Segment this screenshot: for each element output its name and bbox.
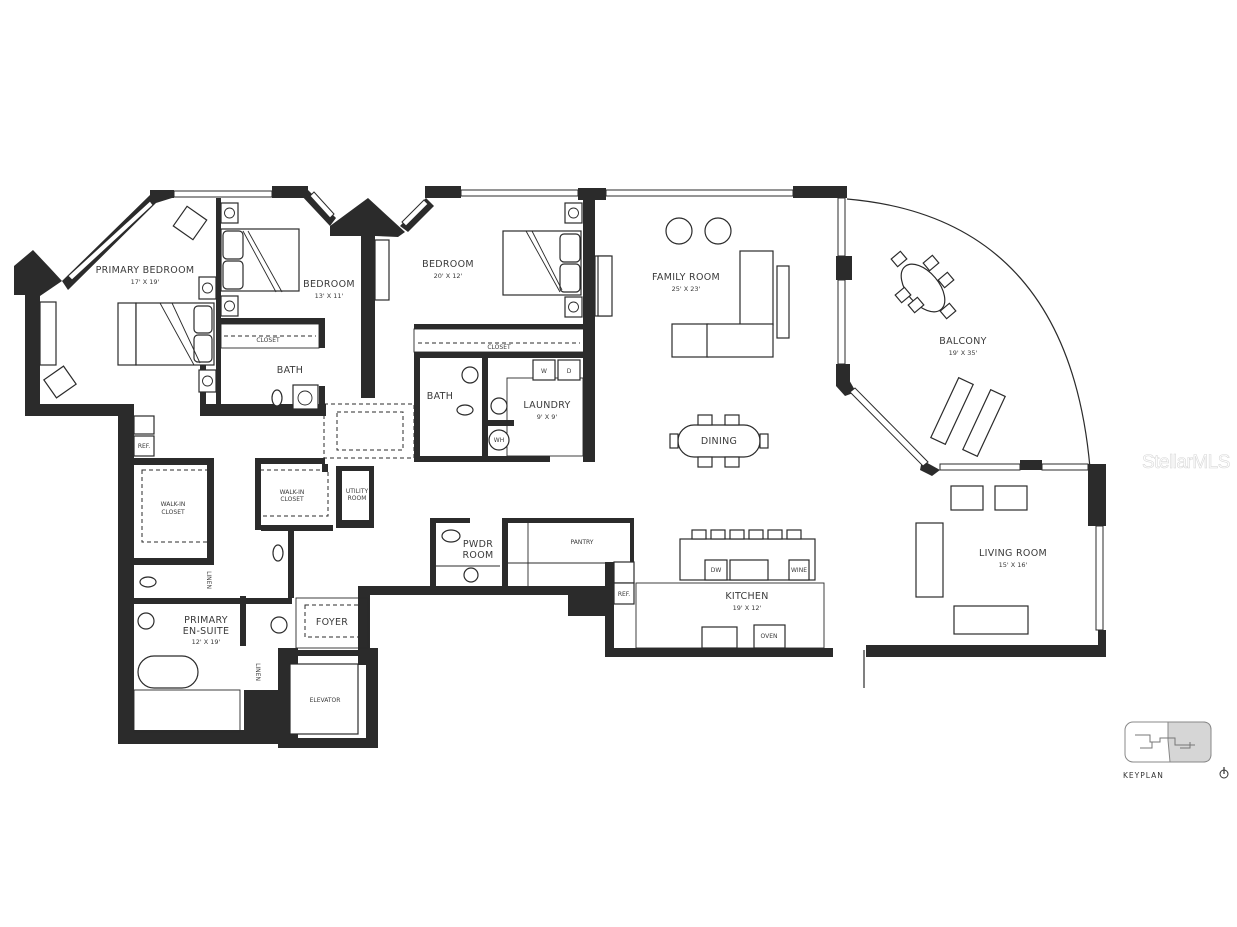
watermark: StellarMLS [1142, 452, 1231, 474]
balcony-railing [846, 198, 1091, 469]
room-label-foyer: FOYER [316, 617, 348, 628]
room-label-pantry: PANTRY [571, 539, 594, 546]
room-label-walk-in-closet-2: WALK-IN [280, 489, 305, 496]
room-label-primary-en-suite-line2: EN-SUITE [183, 626, 230, 637]
room-dims-living-room: 15' X 16' [999, 561, 1028, 569]
nightstand-icon [198, 202, 583, 393]
interior-lines [133, 323, 825, 733]
room-label-living-room: LIVING ROOM [979, 548, 1047, 559]
room-dims-family-room: 25' X 23' [672, 285, 701, 293]
room-label-pwdr-room-line2: ROOM [463, 550, 494, 561]
wine-label: WINE [791, 567, 807, 574]
windows [67, 189, 1104, 631]
room-label-elevator: ELEVATOR [310, 697, 341, 704]
room-dims-primary-en-suite: 12' X 19' [192, 638, 221, 646]
room-label-bedroom-2: BEDROOM [303, 279, 355, 290]
dryer-label: D [567, 368, 572, 375]
room-label-primary-en-suite: PRIMARY [184, 615, 228, 626]
room-label-bath-2: BATH [427, 391, 453, 402]
room-dims-kitchen: 19' X 12' [733, 604, 762, 612]
room-label-utility-room-line2: ROOM [348, 495, 367, 502]
fixture-labels: CLOSET CLOSET W D WH REF. REF. DW WINE O… [138, 337, 807, 681]
room-label-kitchen: KITCHEN [725, 591, 768, 602]
ref-label-2: REF. [618, 591, 630, 598]
room-labels: PRIMARY BEDROOM 17' X 19' BEDROOM 13' X … [96, 259, 1047, 704]
furniture [39, 202, 1029, 735]
room-dims-balcony: 19' X 35' [949, 349, 978, 357]
room-label-family-room: FAMILY ROOM [652, 272, 720, 283]
room-label-primary-bedroom: PRIMARY BEDROOM [96, 265, 195, 276]
ref-label-1: REF. [138, 443, 150, 450]
dining-chairs [669, 414, 769, 468]
room-label-utility-room: UTILITY [346, 488, 369, 495]
room-label-pwdr-room: PWDR [463, 539, 493, 550]
room-label-dining: DINING [701, 436, 737, 447]
room-label-laundry: LAUNDRY [523, 400, 570, 411]
room-dims-primary-bedroom: 17' X 19' [131, 278, 160, 286]
keyplan-label: KEYPLAN [1123, 771, 1164, 780]
linen-label-1: LINEN [205, 571, 212, 589]
room-dims-laundry: 9' X 9' [537, 413, 558, 421]
linen-label-2: LINEN [254, 663, 261, 681]
closet-label-1: CLOSET [256, 337, 280, 344]
room-label-bath-1: BATH [277, 365, 303, 376]
compass-icon [1219, 767, 1229, 779]
room-label-walk-in-closet-1: WALK-IN [161, 501, 186, 508]
water-heater-label: WH [494, 437, 504, 444]
keyplan-diagram [1124, 721, 1212, 763]
room-label-bedroom-3: BEDROOM [422, 259, 474, 270]
oven-label: OVEN [760, 633, 777, 640]
room-label-walk-in-closet-2-line2: CLOSET [280, 496, 304, 503]
balcony-chairs [890, 250, 957, 320]
room-dims-bedroom-2: 13' X 11' [315, 292, 344, 300]
closet-label-2: CLOSET [487, 344, 511, 351]
room-label-walk-in-closet-1-line2: CLOSET [161, 509, 185, 516]
bar-stools [691, 529, 802, 540]
dw-label: DW [711, 567, 722, 574]
washer-label: W [541, 368, 547, 375]
room-dims-bedroom-3: 20' X 12' [434, 272, 463, 280]
room-label-balcony: BALCONY [939, 336, 986, 347]
